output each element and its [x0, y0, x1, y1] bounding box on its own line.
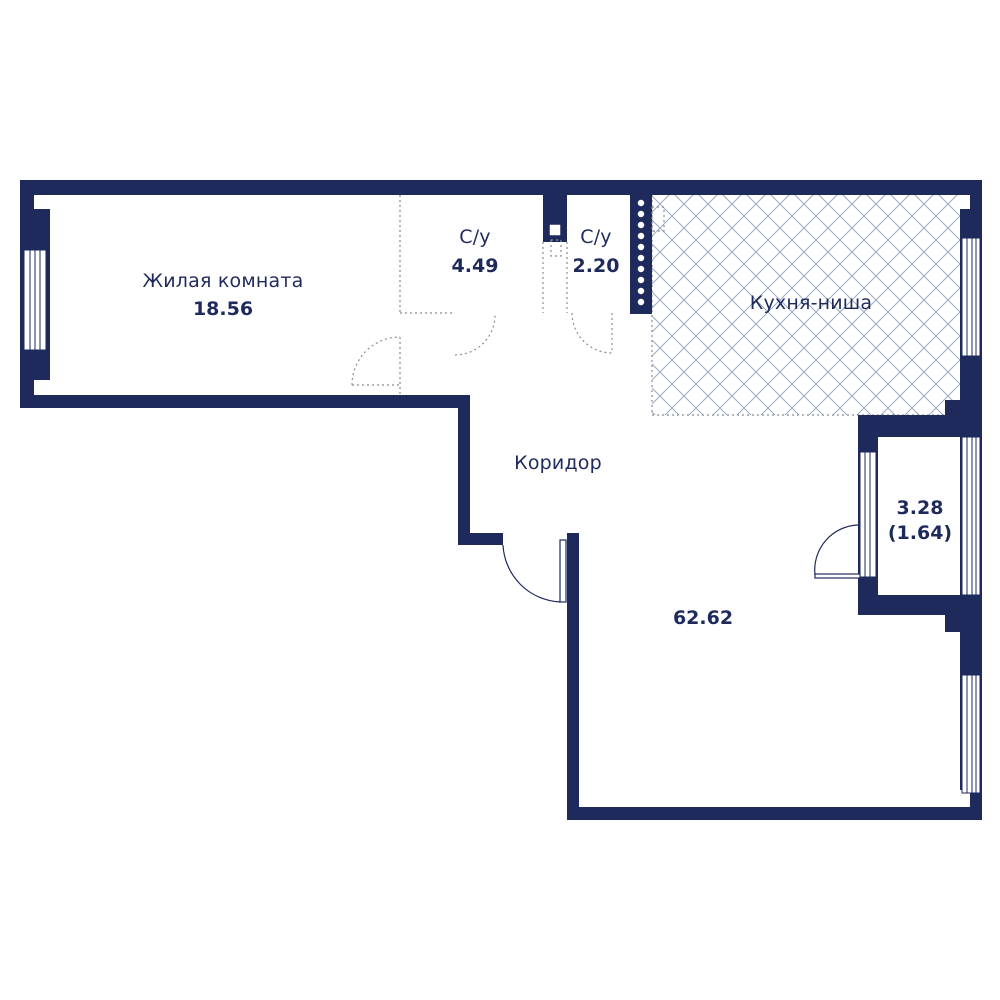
windows	[23, 237, 981, 794]
bathroom-1-name: С/у	[459, 226, 491, 248]
kitchen-boundary	[651, 195, 945, 416]
living-room-area: 18.56	[192, 298, 254, 320]
bathroom-2-area: 2.20	[572, 255, 620, 277]
wall-corners	[34, 195, 970, 807]
bathroom-2-name: С/у	[580, 226, 612, 248]
balcony-area-reduced: (1.64)	[887, 522, 953, 544]
doors	[351, 312, 861, 603]
vent-circles	[636, 198, 646, 307]
total-area: 62.62	[672, 607, 734, 629]
partitions	[352, 195, 665, 386]
kitchen-name: Кухня-ниша	[749, 292, 873, 314]
shaft-icon	[548, 223, 562, 237]
kitchen-area-hatch	[652, 195, 960, 415]
corridor-name: Коридор	[514, 452, 602, 474]
living-room-name: Жилая комната	[142, 270, 304, 292]
balcony-area: 3.28	[896, 497, 944, 519]
bathroom-1-area: 4.49	[451, 255, 499, 277]
